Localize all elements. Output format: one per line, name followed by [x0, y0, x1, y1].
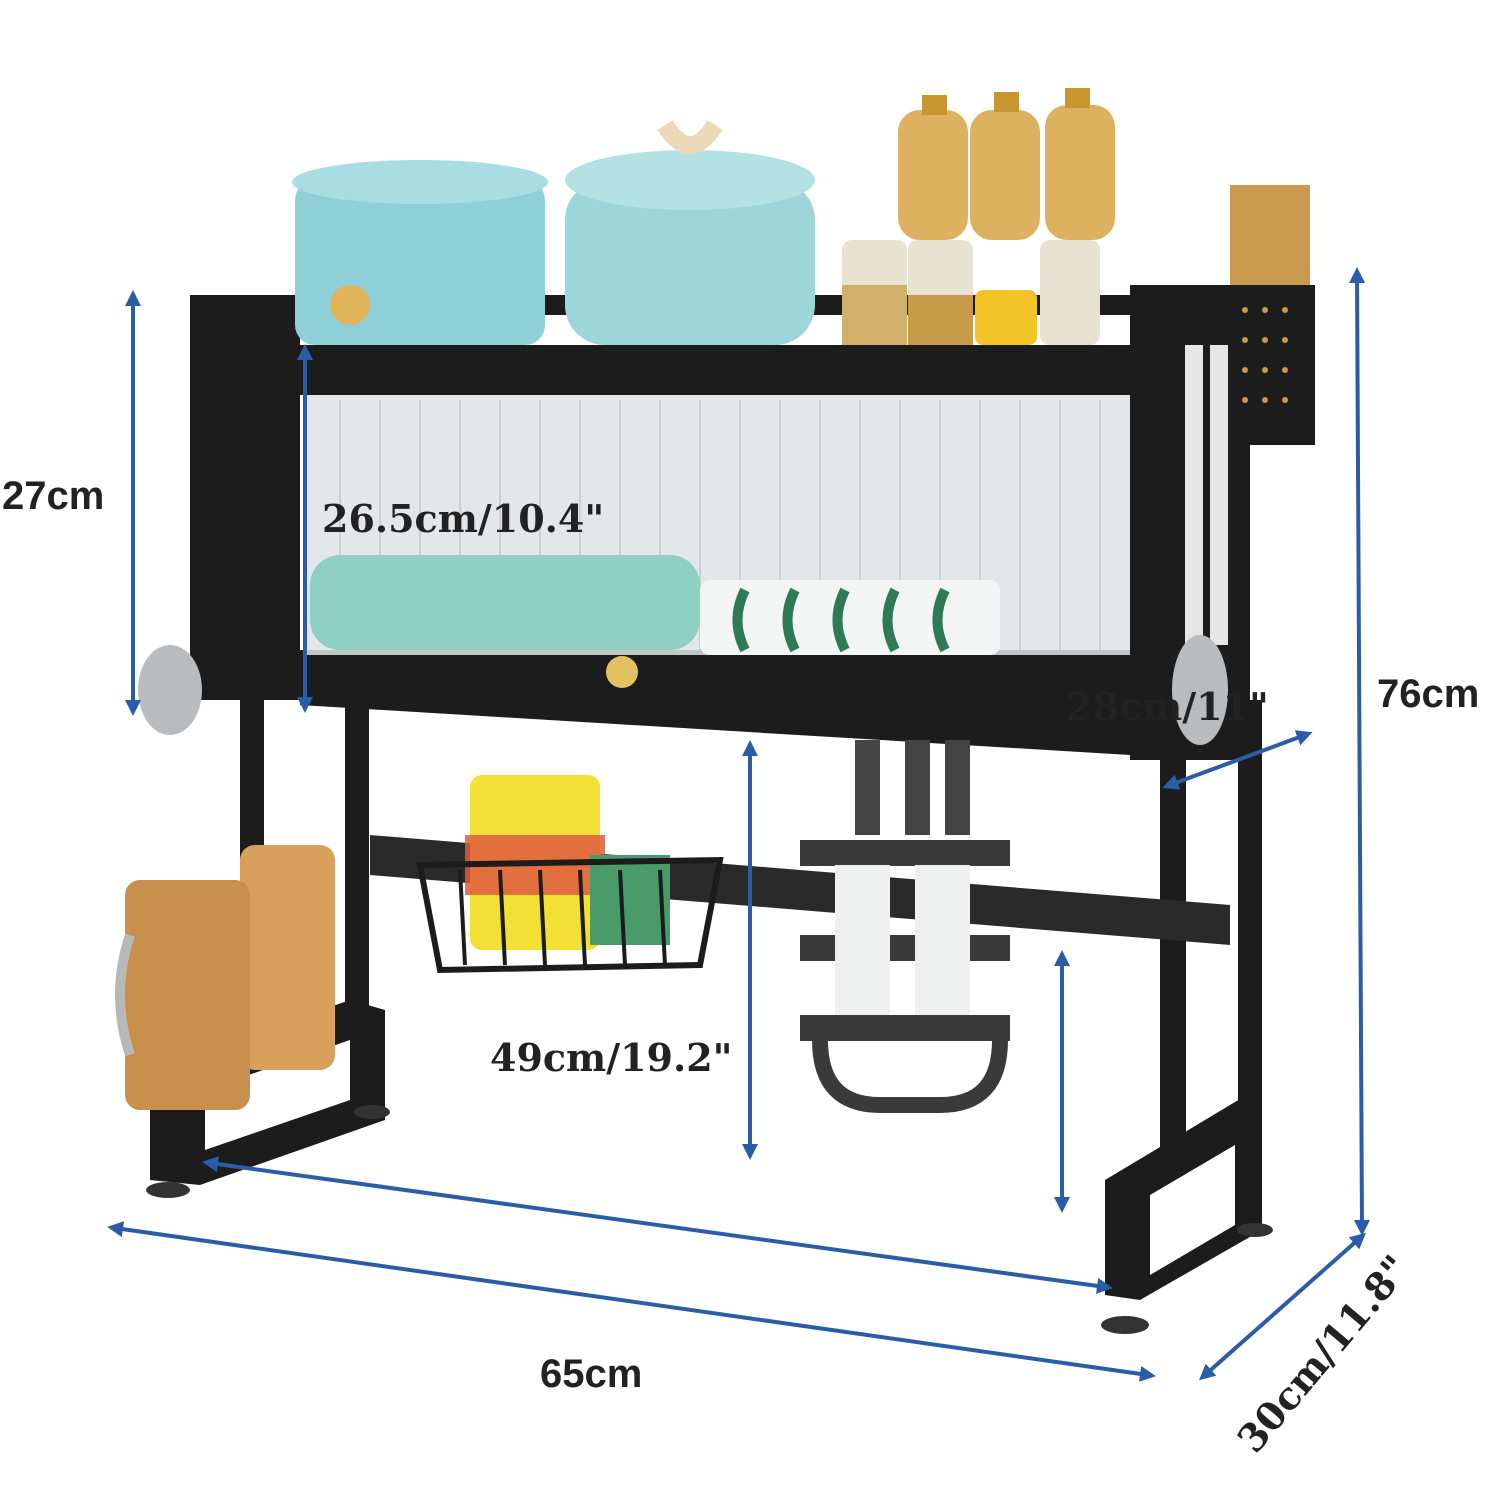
- plates: [310, 555, 1000, 688]
- knife-holder: [800, 740, 1010, 1113]
- utensil-holder: [1172, 185, 1315, 745]
- shelf-depth-label: 28cm/11": [1066, 684, 1269, 729]
- sponge-basket: [416, 775, 724, 974]
- cutting-board: [115, 845, 335, 1110]
- spice-bottles: [842, 88, 1115, 345]
- dimension-lines: [107, 267, 1370, 1382]
- width-label: 65cm: [540, 1352, 643, 1396]
- depth-line: [1199, 1232, 1366, 1381]
- total-height-label: 76cm: [1377, 672, 1480, 716]
- left-height-label: 27cm: [2, 474, 105, 518]
- inner-width-line: [202, 1156, 1113, 1294]
- total-height-line: [1349, 267, 1370, 1236]
- ladle: [138, 645, 202, 735]
- inner-height-label: 26.5cm/10.4": [322, 496, 605, 541]
- width-line: [107, 1221, 1156, 1382]
- clearance-height-label: 49cm/19.2": [490, 1035, 733, 1080]
- shelf-depth-line: [1162, 730, 1313, 790]
- cooking-pots: [292, 119, 815, 345]
